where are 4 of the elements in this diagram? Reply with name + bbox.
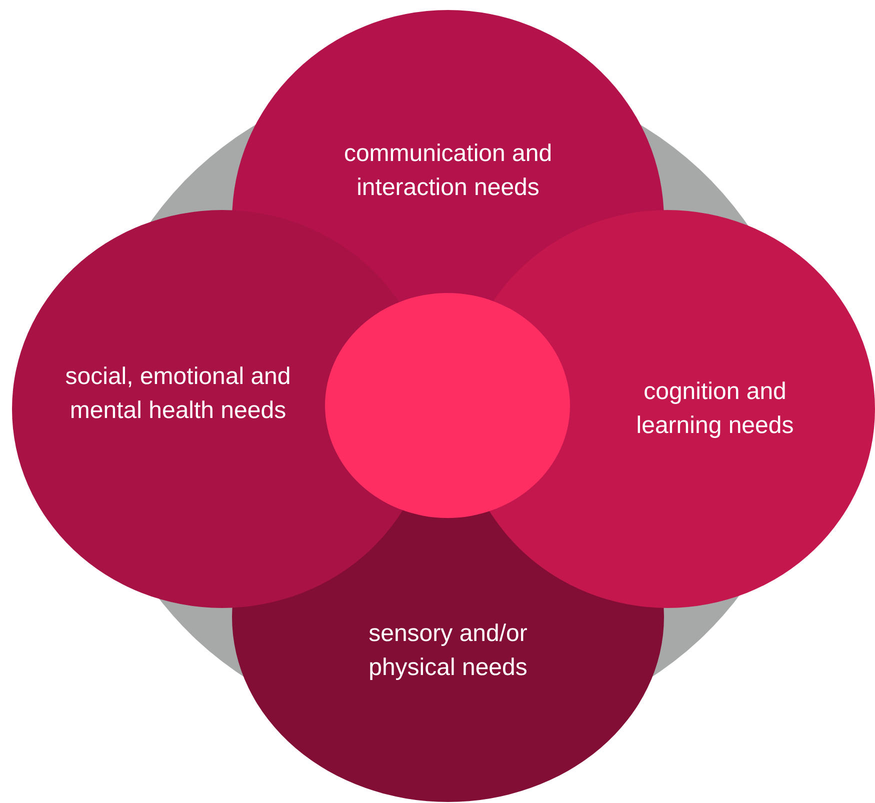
- node-label: cognition and learning needs: [635, 377, 795, 441]
- node-label: communication and interaction needs: [342, 139, 554, 203]
- node-label: sensory and/or physical needs: [368, 619, 528, 683]
- node-label: social, emotional and mental health needs: [64, 362, 292, 426]
